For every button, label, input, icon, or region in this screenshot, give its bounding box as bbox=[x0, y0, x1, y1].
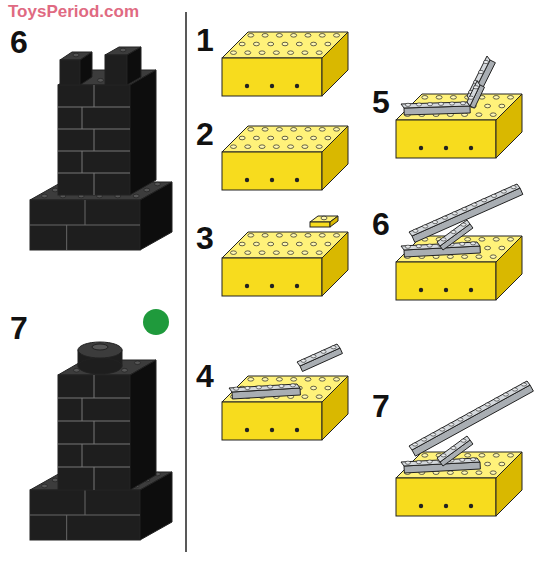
brick-lines bbox=[30, 200, 140, 250]
small-plate bbox=[310, 216, 338, 227]
yellow-brick bbox=[396, 94, 522, 158]
grey-arm bbox=[401, 102, 470, 115]
grey-arm bbox=[467, 81, 485, 108]
yellow-brick bbox=[222, 232, 348, 296]
tower-body bbox=[58, 360, 156, 490]
yellow-brick bbox=[222, 376, 348, 440]
divider-line bbox=[185, 12, 187, 552]
round-top bbox=[78, 342, 122, 374]
grey-arm bbox=[437, 220, 473, 250]
step-number: 5 bbox=[372, 86, 390, 118]
crenel-brick bbox=[105, 47, 141, 85]
tower-body bbox=[58, 70, 156, 195]
grey-arm bbox=[229, 384, 300, 399]
step-number: 7 bbox=[372, 390, 390, 422]
crenel-brick bbox=[60, 52, 92, 85]
brick-lines bbox=[58, 375, 130, 490]
watermark: ToysPeriod.com bbox=[8, 3, 139, 20]
step-number: 1 bbox=[196, 24, 214, 56]
step-number: 2 bbox=[196, 118, 214, 150]
green-dot bbox=[143, 309, 169, 335]
brick-lines bbox=[30, 490, 140, 540]
yellow-brick bbox=[396, 236, 522, 300]
step-number: 3 bbox=[196, 222, 214, 254]
step-number: 6 bbox=[10, 26, 28, 58]
grey-arm bbox=[437, 436, 473, 466]
yellow-brick bbox=[396, 452, 522, 516]
yellow-brick bbox=[222, 32, 348, 96]
step-number: 7 bbox=[10, 312, 28, 344]
grey-arm bbox=[297, 344, 342, 371]
step-number: 6 bbox=[372, 208, 390, 240]
step-number: 4 bbox=[196, 360, 214, 392]
brick-lines bbox=[58, 85, 130, 195]
yellow-brick bbox=[222, 126, 348, 190]
